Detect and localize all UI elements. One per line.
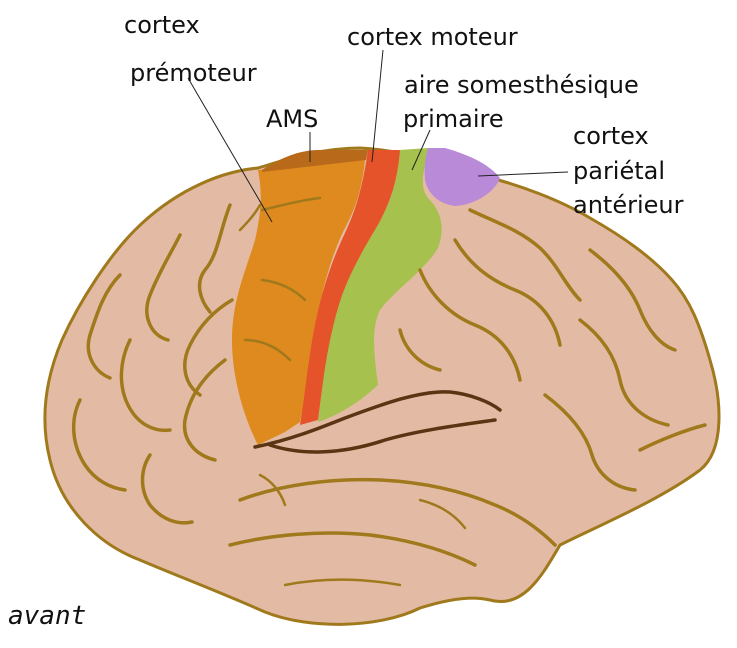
label-somesthesique-1: aire somesthésique	[404, 71, 639, 99]
label-cortex-moteur: cortex moteur	[347, 23, 518, 51]
label-somesthesique-2: primaire	[403, 105, 504, 133]
label-ams: AMS	[266, 105, 318, 133]
label-cortex-premoteur-1: cortex	[124, 11, 200, 39]
label-parietal-1: cortex	[573, 122, 649, 150]
label-cortex-premoteur-2: prémoteur	[130, 59, 257, 87]
leader-motor	[372, 50, 383, 162]
label-avant: avant	[8, 601, 86, 631]
label-parietal-3: antérieur	[573, 191, 684, 219]
label-parietal-2: pariétal	[573, 157, 665, 185]
